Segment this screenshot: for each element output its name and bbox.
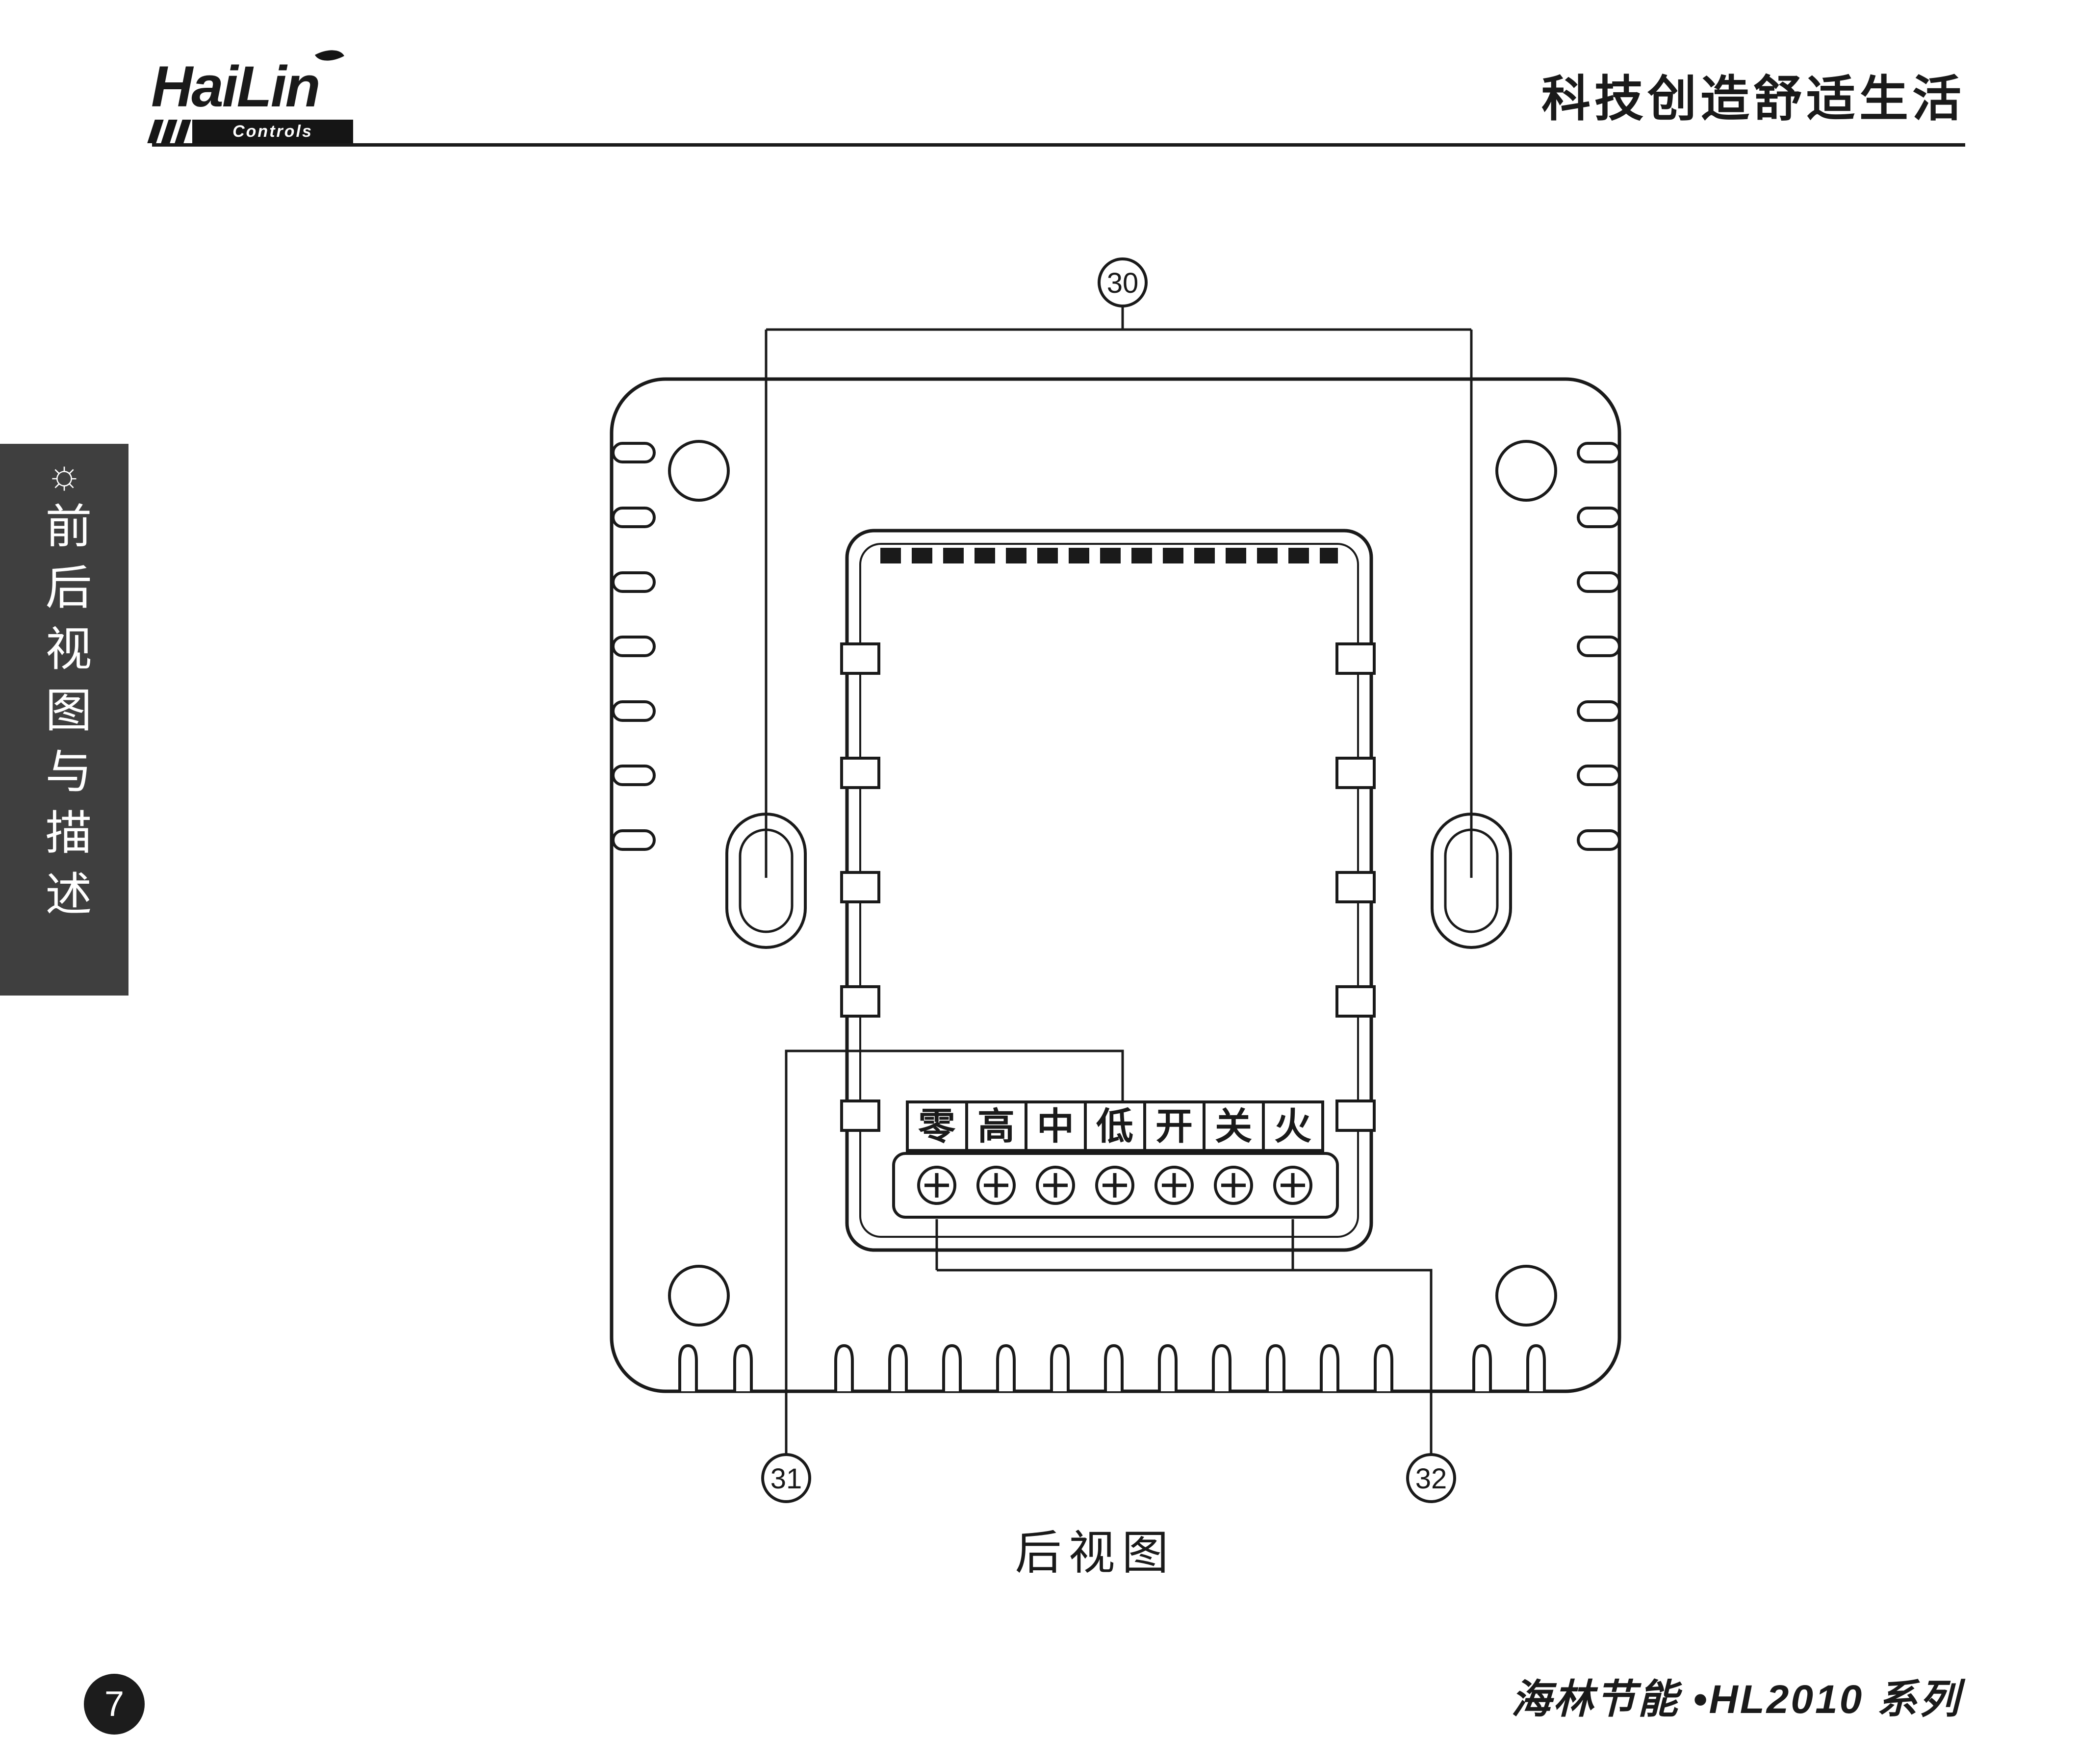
- logo-controls-bar: Controls: [147, 120, 353, 143]
- callout-32-number: 32: [1415, 1463, 1447, 1495]
- terminal-label: 高: [977, 1106, 1015, 1148]
- terminal-screws: [917, 1166, 1312, 1205]
- callout-32: 32: [935, 1219, 1456, 1503]
- side-vents-left: [612, 442, 656, 851]
- side-vents-right: [1577, 442, 1621, 851]
- header-rule: [152, 143, 1965, 147]
- screw-icon: [1095, 1166, 1134, 1205]
- sun-icon: ☼: [46, 452, 83, 497]
- header-slogan: 科技创造舒适生活: [1541, 72, 1965, 127]
- terminal-label: 中: [1037, 1106, 1074, 1148]
- screw-icon: [917, 1166, 956, 1205]
- hailin-logo: HaiLin Controls: [147, 43, 357, 143]
- terminal-label-row: 零 高 中 低 开 关 火: [906, 1100, 1324, 1152]
- logo-wordmark: HaiLin: [151, 54, 321, 119]
- figure-caption: 后视图: [1015, 1527, 1176, 1579]
- callout-30-number: 30: [1107, 267, 1139, 299]
- logo-controls-label: Controls: [192, 120, 353, 143]
- terminal-label: 零: [918, 1106, 956, 1148]
- screw-icon: [1273, 1166, 1312, 1205]
- callout-31: 31: [761, 1049, 1124, 1503]
- terminal-label: 开: [1155, 1106, 1193, 1148]
- page-number: 7: [104, 1685, 125, 1724]
- section-tab-label: 前后视图与描述: [38, 502, 91, 931]
- module-clips-right: [1335, 642, 1376, 1132]
- page-number-badge: 7: [84, 1674, 145, 1735]
- screw-icon: [1036, 1166, 1075, 1205]
- screw-icon: [1214, 1166, 1253, 1205]
- callout-31-number: 31: [770, 1463, 802, 1495]
- bottom-vents: [678, 1344, 1546, 1391]
- terminal-screw-row: [892, 1152, 1339, 1219]
- terminal-label: 关: [1215, 1106, 1252, 1148]
- screw-icon: [976, 1166, 1016, 1205]
- module-clips-left: [840, 642, 880, 1132]
- corner-screw-holes: [668, 440, 1557, 1327]
- screw-icon: [1154, 1166, 1194, 1205]
- terminal-label: 火: [1274, 1106, 1311, 1148]
- terminal-label: 低: [1096, 1106, 1133, 1148]
- callout-30: 30: [765, 257, 1473, 878]
- series-label: 海林节能 •HL2010 系列: [1511, 1677, 1961, 1722]
- section-tab: ☼ 前后视图与描述: [0, 444, 128, 996]
